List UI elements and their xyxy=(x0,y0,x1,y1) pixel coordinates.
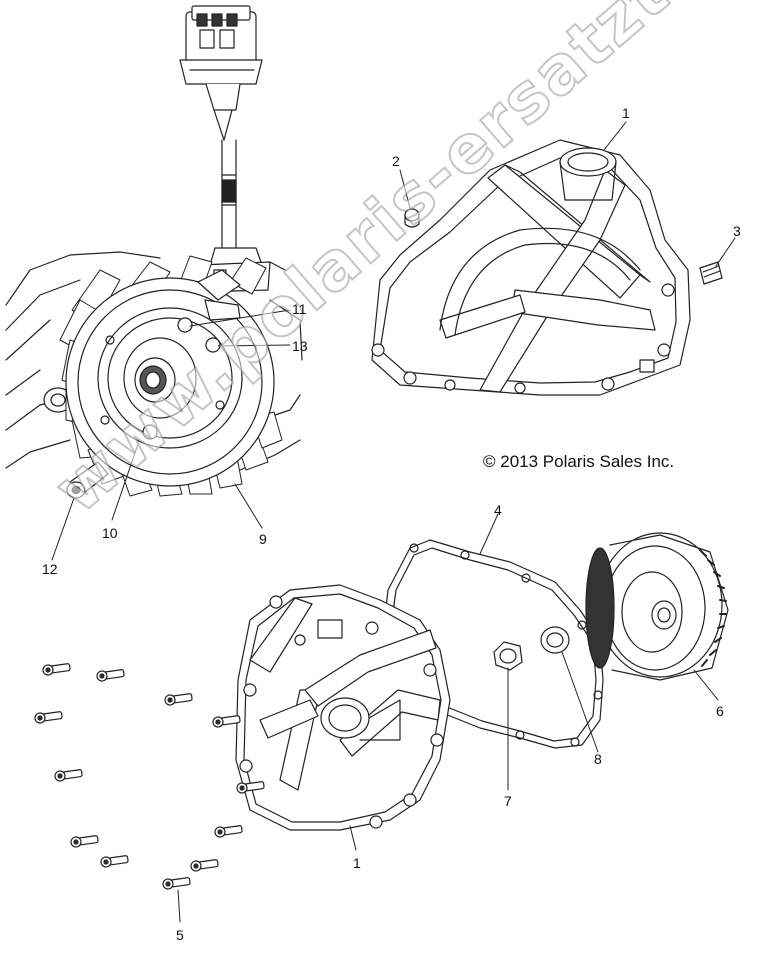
bolt xyxy=(190,858,218,872)
callout-6: 6 xyxy=(716,703,724,719)
callout-11: 11 xyxy=(292,301,307,317)
leader-lines xyxy=(52,122,735,922)
wire-harness-connector xyxy=(180,6,285,300)
callout-1-top: 1 xyxy=(622,105,630,121)
callout-10: 10 xyxy=(102,525,118,541)
bolt xyxy=(34,710,62,724)
bolt xyxy=(164,692,192,706)
callout-13: 13 xyxy=(292,338,308,354)
callout-12: 12 xyxy=(42,561,58,577)
bolt xyxy=(70,834,98,848)
leader-9 xyxy=(235,484,262,528)
leader-4 xyxy=(480,514,498,554)
bolt xyxy=(100,854,128,868)
leader-1-bottom xyxy=(350,826,356,850)
callout-4: 4 xyxy=(494,502,502,518)
leader-8 xyxy=(562,652,598,752)
bolt xyxy=(54,768,82,782)
bolt xyxy=(42,662,70,676)
bolt-part-12 xyxy=(67,462,108,498)
lower-clutch-cover-part-1 xyxy=(236,585,450,830)
callout-5: 5 xyxy=(176,927,184,943)
leader-6 xyxy=(694,670,718,700)
leader-13 xyxy=(218,345,290,346)
upper-clutch-cover-part-1 xyxy=(372,140,690,395)
nut-part-7 xyxy=(494,642,522,670)
leader-2 xyxy=(400,170,410,208)
bolt xyxy=(212,714,240,728)
callout-1-bottom: 1 xyxy=(353,855,361,871)
bolt xyxy=(162,876,190,890)
copyright-text: © 2013 Polaris Sales Inc. xyxy=(483,452,675,471)
bolt xyxy=(236,780,264,794)
ring-gear-part-6 xyxy=(586,533,728,680)
callout-8: 8 xyxy=(594,751,602,767)
callout-3: 3 xyxy=(733,223,741,239)
stator-engine-assembly xyxy=(6,252,302,496)
leader-1-top xyxy=(604,122,626,150)
leader-5 xyxy=(178,890,180,922)
fitting-part-3 xyxy=(700,262,722,284)
plug-part-2 xyxy=(405,209,419,227)
bolts-part-5 xyxy=(34,662,264,890)
callout-2: 2 xyxy=(392,153,400,169)
bolt xyxy=(214,824,242,838)
callout-7: 7 xyxy=(504,793,512,809)
leader-3 xyxy=(716,238,735,266)
leader-11 xyxy=(190,310,290,326)
callout-9: 9 xyxy=(259,531,267,547)
washer-part-8 xyxy=(541,627,569,653)
leader-12 xyxy=(52,498,74,560)
bolt xyxy=(96,668,124,682)
leader-10 xyxy=(112,444,138,520)
